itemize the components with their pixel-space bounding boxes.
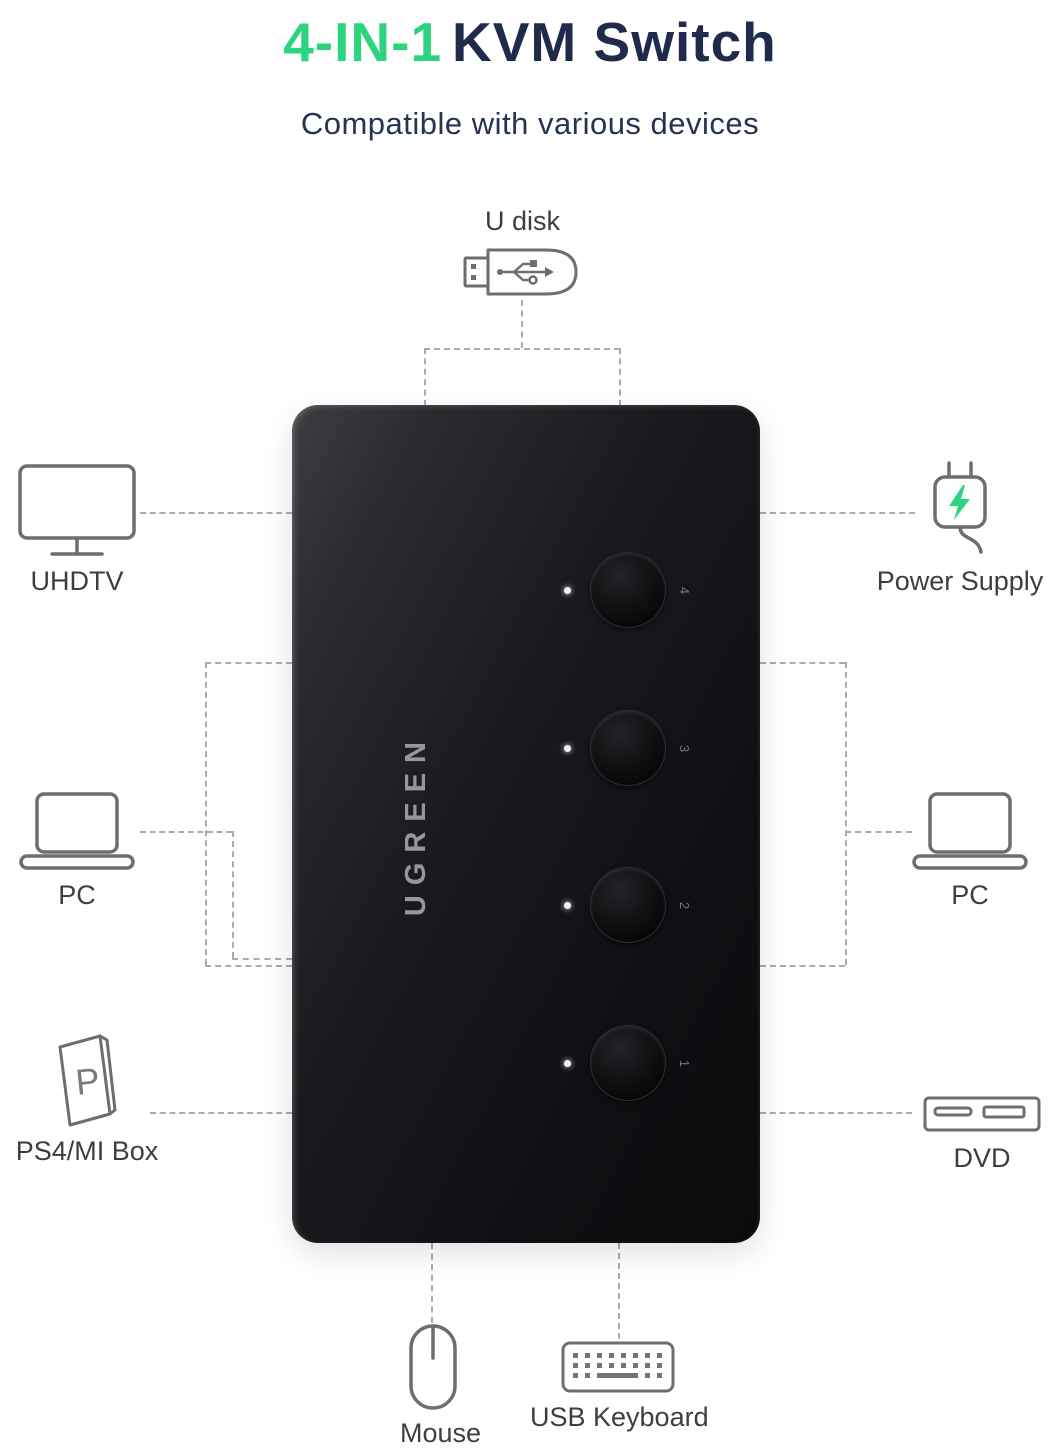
connector-line	[424, 348, 426, 406]
brand-wrap: UGREEN	[400, 405, 433, 1243]
peripheral-udisk: U disk	[450, 206, 595, 301]
port-3: 3	[564, 709, 692, 787]
connector-line	[232, 958, 292, 960]
power-adapter-icon	[933, 461, 987, 554]
connector-line	[205, 965, 292, 967]
port-button-3	[591, 711, 665, 785]
connector-line	[232, 831, 234, 958]
peripheral-label: U disk	[484, 206, 560, 236]
connector-line	[205, 662, 207, 965]
dvd-player-icon	[923, 1096, 1041, 1132]
game-console-icon: P	[58, 1034, 117, 1127]
led-indicator	[564, 1059, 571, 1067]
connector-line	[140, 831, 232, 833]
port-number: 1	[677, 1059, 693, 1067]
connector-line	[205, 662, 292, 664]
connector-line	[521, 300, 523, 348]
kvm-switch-device: UGREEN 4 3 2 1	[292, 405, 760, 1243]
usb-flash-drive-icon	[463, 248, 577, 296]
connector-line	[618, 1243, 620, 1339]
connector-line	[140, 512, 292, 514]
page-subtitle: Compatible with various devices	[300, 106, 760, 141]
port-button-1	[591, 1026, 665, 1100]
port-4: 4	[564, 551, 692, 629]
connector-line	[845, 831, 912, 833]
port-1: 1	[564, 1024, 692, 1102]
connector-line	[760, 512, 915, 514]
connector-line	[760, 1112, 912, 1114]
title-rest: KVM Switch	[452, 11, 777, 73]
peripheral-power-supply: Power Supply	[865, 460, 1055, 597]
led-indicator	[564, 586, 571, 594]
peripheral-pc-left: PC	[12, 790, 142, 911]
connector-line	[760, 965, 845, 967]
peripheral-label: PC	[58, 880, 96, 910]
peripheral-mouse: Mouse	[400, 1322, 482, 1449]
peripheral-pc-right: PC	[905, 790, 1035, 911]
port-button-4	[591, 553, 665, 627]
brand-text: UGREEN	[400, 731, 432, 917]
port-number: 3	[677, 744, 693, 752]
title-highlight: 4-IN-1	[283, 11, 443, 73]
peripheral-label: PS4/MI Box	[15, 1136, 159, 1166]
port-2: 2	[564, 866, 692, 944]
led-indicator	[564, 744, 571, 752]
monitor-icon	[18, 464, 136, 556]
port-number: 4	[677, 586, 693, 594]
laptop-icon	[19, 792, 135, 870]
peripheral-label: PC	[951, 880, 989, 910]
connector-line	[431, 1243, 433, 1323]
peripheral-dvd: DVD	[912, 1085, 1052, 1174]
port-number: 2	[677, 901, 693, 909]
keyboard-icon	[561, 1341, 674, 1393]
peripheral-label: USB Keyboard	[530, 1402, 709, 1432]
peripheral-ps4: P PS4/MI Box	[12, 1030, 162, 1167]
peripheral-label: Power Supply	[876, 566, 1044, 596]
connector-line	[760, 662, 845, 664]
port-button-2	[591, 868, 665, 942]
peripheral-keyboard: USB Keyboard	[530, 1338, 709, 1433]
laptop-icon	[912, 792, 1028, 870]
svg-text:P: P	[74, 1060, 102, 1103]
peripheral-label: UHDTV	[30, 566, 124, 596]
mouse-icon	[409, 1324, 457, 1410]
peripheral-uhdtv: UHDTV	[12, 462, 142, 597]
connector-line	[619, 348, 621, 406]
peripheral-label: Mouse	[400, 1418, 482, 1448]
connector-line	[845, 662, 847, 965]
connector-line	[424, 348, 620, 350]
connector-line	[150, 1112, 292, 1114]
peripheral-label: DVD	[953, 1143, 1011, 1173]
led-indicator	[564, 901, 571, 909]
